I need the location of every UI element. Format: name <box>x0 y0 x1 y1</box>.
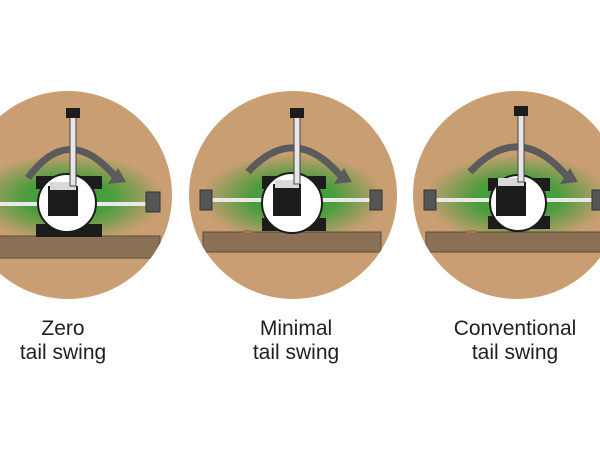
arrow-head <box>108 168 126 184</box>
boom-tip <box>66 108 80 118</box>
panel-conventional-tail-swing <box>413 91 600 299</box>
ground-strip <box>202 231 382 253</box>
label-zero-tail-swing: Zero tail swing <box>0 317 163 365</box>
boom-tip <box>514 106 528 116</box>
ground-marker <box>243 230 253 233</box>
boom <box>69 111 77 187</box>
label-minimal-tail-swing: Minimal tail swing <box>196 317 396 365</box>
boom-tip <box>290 108 304 118</box>
boom <box>517 109 525 183</box>
cab <box>273 184 301 216</box>
cab <box>496 182 526 216</box>
end-block <box>145 191 161 213</box>
end-block-left <box>423 189 437 211</box>
cab-top <box>498 178 524 186</box>
cab-top <box>50 182 76 190</box>
label-line-1: Zero <box>41 317 85 340</box>
label-conventional-tail-swing: Conventional tail swing <box>415 317 600 365</box>
cab-top <box>275 180 299 188</box>
boom <box>293 111 301 185</box>
label-line-2: tail swing <box>252 341 340 364</box>
arrow-head <box>334 168 352 184</box>
end-block-left <box>199 189 213 211</box>
ground-strip <box>425 231 600 253</box>
label-line-1: Minimal <box>259 317 333 340</box>
panel-minimal-tail-swing <box>189 91 397 299</box>
panel-zero-tail-swing <box>0 91 172 299</box>
end-block-right <box>369 189 383 211</box>
end-block-right <box>591 189 600 211</box>
label-line-1: Conventional <box>453 317 577 340</box>
ground-strip <box>0 235 161 259</box>
label-line-2: tail swing <box>471 341 559 364</box>
ground-marker <box>466 230 476 233</box>
label-line-2: tail swing <box>19 341 107 364</box>
arrow-head <box>560 168 578 184</box>
cab <box>48 186 78 216</box>
